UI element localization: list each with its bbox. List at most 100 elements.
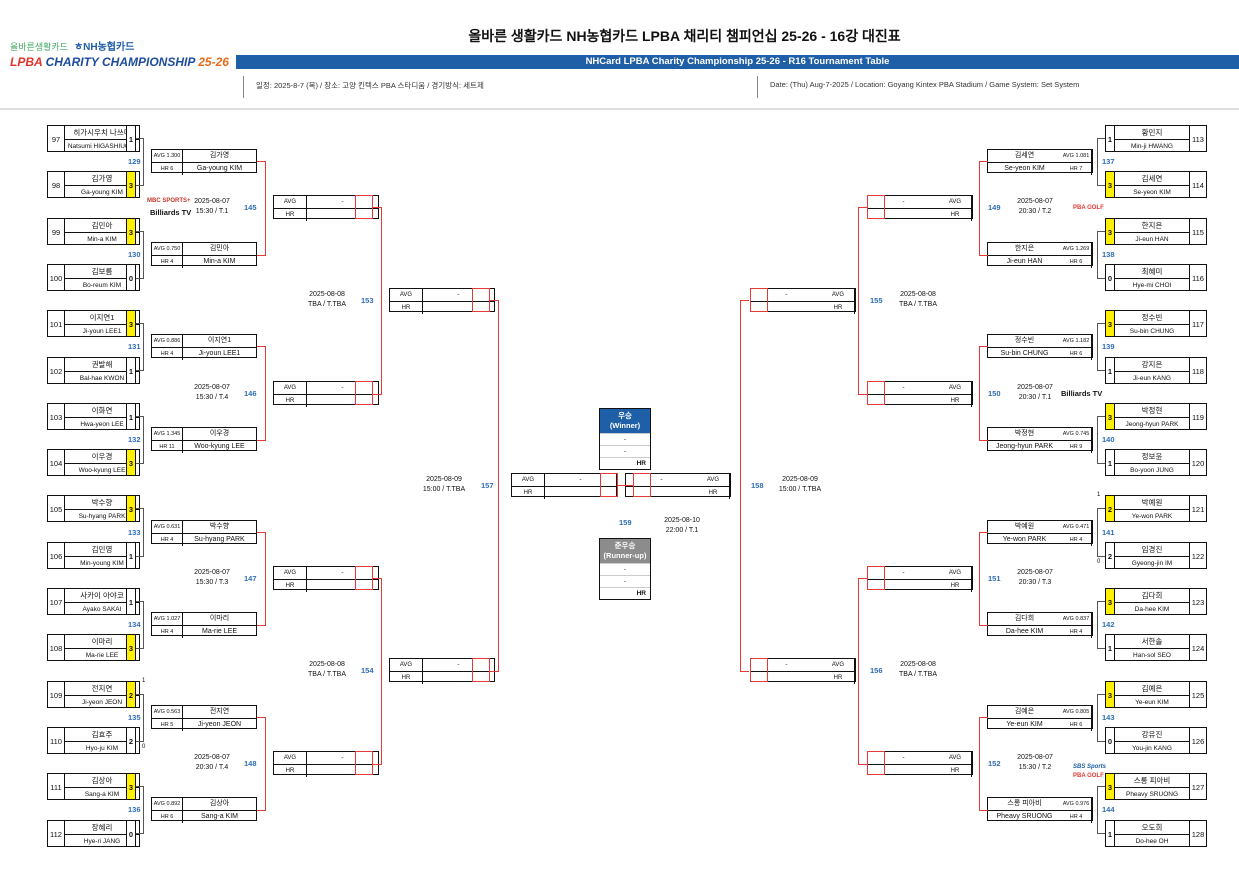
seed-number: 116	[1189, 263, 1207, 291]
quarterfinal-box[interactable]: AVG-HR	[273, 565, 379, 592]
winner-slot	[867, 380, 885, 405]
player-name-en: Min-ji HWANG	[1130, 143, 1173, 150]
avg-label: AVG	[822, 289, 855, 302]
hr-label: HR 4	[152, 348, 183, 361]
seed-number: 105	[47, 495, 65, 523]
set-score: 1	[126, 402, 136, 430]
seed-number: 109	[47, 680, 65, 708]
match-date: 2025-08-07	[1017, 568, 1053, 576]
player-name-en: Gyeong-jin IM	[1131, 559, 1173, 567]
avg-label: AVG 0.750	[152, 242, 183, 255]
set-score: 0	[126, 819, 136, 847]
seed-number: 103	[47, 402, 65, 430]
result-row-top: AVG-	[274, 566, 378, 579]
result-row-top: AVG-	[390, 289, 494, 302]
set-score: 3	[126, 495, 136, 523]
seed-number: 114	[1189, 171, 1207, 199]
player-name-kr: 박수향	[65, 496, 139, 511]
runner-up-name: -	[600, 563, 650, 575]
subtitle-bar: NHCard LPBA Charity Championship 25-26 -…	[236, 55, 1239, 69]
player-name-kr: 황민지	[1115, 126, 1189, 140]
quarterfinal-box[interactable]: AVG-HR	[273, 380, 379, 407]
match-number: 149	[988, 203, 1001, 213]
winner-slot	[472, 658, 490, 683]
season-logo-text: 25-26	[198, 55, 229, 69]
winner-name-en: Da-hee KIM	[1005, 628, 1044, 636]
quarterfinal-box[interactable]: AVG-HR	[273, 751, 379, 778]
set-score: 3	[126, 171, 136, 199]
match-time: 15:30 / T.3	[195, 578, 229, 586]
runner-up-hr: HR	[600, 587, 650, 599]
match-connector	[136, 786, 144, 835]
match-date: 2025-08-08	[900, 291, 936, 299]
player-name-en: Ji-youn LEE1	[82, 328, 122, 336]
winner-name: -	[341, 383, 344, 391]
semifinal-box[interactable]: AVG-HR	[389, 288, 495, 315]
match-date: 2025-08-10	[664, 517, 700, 524]
winner-name-en: Ma-rie LEE	[201, 628, 237, 636]
match-date: 2025-08-07	[1017, 383, 1053, 391]
match-number: 139	[1102, 342, 1115, 352]
match-number: 155	[870, 296, 883, 306]
match-number: 153	[361, 296, 374, 306]
seed-number: 121	[1189, 495, 1207, 523]
final-feeder-box[interactable]: AVG-HR	[511, 473, 617, 500]
result-row-bottom: HR	[274, 764, 378, 778]
result-row-top: AVG-	[274, 752, 378, 765]
match-number: 136	[128, 805, 141, 815]
bracket-line	[979, 161, 988, 256]
player-name-en: Hye-ri JANG	[83, 837, 121, 845]
avg-label: AVG 0.745	[1061, 427, 1092, 440]
hr-label: HR 6	[1061, 718, 1092, 731]
result-row-top: AVG-	[274, 196, 378, 209]
player-name-en: Natsumi HIGASHIUCHI	[67, 143, 137, 150]
semifinal-box[interactable]: AVG-HR	[389, 658, 495, 685]
player-entry[interactable]: 황민지 Min-ji HWANG	[1114, 125, 1190, 152]
winner-name: -	[457, 291, 460, 299]
hr-label: HR	[390, 672, 423, 685]
seed-number: 126	[1189, 726, 1207, 754]
match-number: 144	[1102, 805, 1115, 815]
hr-label: HR 9	[1061, 440, 1092, 453]
quarterfinal-box[interactable]: AVG-HR	[273, 195, 379, 222]
